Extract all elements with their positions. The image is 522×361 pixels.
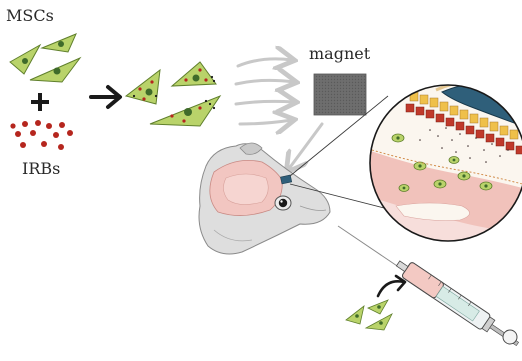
irb-particle-icon: [35, 120, 41, 126]
msc-cell-icon: [172, 62, 216, 86]
irb-particle-icon: [15, 131, 21, 137]
irb-particle-icon: [59, 122, 65, 128]
msc-cells-group: [10, 34, 80, 82]
magnet-to-eye-arrow: [288, 124, 322, 170]
plus-icon: [31, 93, 49, 111]
plunger-end: [503, 330, 517, 344]
irb-particle-icon: [22, 121, 28, 127]
irb-particle-icon: [53, 132, 59, 138]
msc-cell-icon: [346, 306, 364, 324]
msc-cell-icon: [368, 300, 388, 314]
curved-arrow-icon: [378, 276, 405, 296]
mscs-label: MSCs: [6, 6, 54, 25]
irb-particle-icon: [58, 144, 64, 150]
msc-cell-icon: [150, 96, 220, 126]
arrow-right-icon: [91, 87, 120, 107]
irb-particle-icon: [30, 130, 36, 136]
labelled-msc-group: [126, 62, 220, 126]
irb-particle-icon: [46, 123, 52, 129]
magnet-label: magnet: [309, 44, 370, 63]
msc-cell-icon: [366, 314, 392, 330]
irbs-label: IRBs: [22, 159, 60, 178]
msc-cell-icon: [10, 45, 40, 74]
injected-cells-group: [346, 300, 392, 330]
msc-cell-icon: [126, 70, 160, 104]
magnetic-field-arrows-icon: [236, 59, 294, 124]
retina-zoom-inset: [368, 79, 522, 250]
irb-particles-group: [10, 120, 73, 150]
irb-particle-icon: [41, 141, 47, 147]
msc-cell-icon: [42, 34, 76, 52]
magnet-block-icon: [314, 74, 366, 115]
irb-particle-icon: [10, 123, 15, 128]
irb-particle-icon: [20, 142, 26, 148]
irb-particle-icon: [67, 130, 73, 136]
msc-cell-icon: [30, 58, 80, 82]
